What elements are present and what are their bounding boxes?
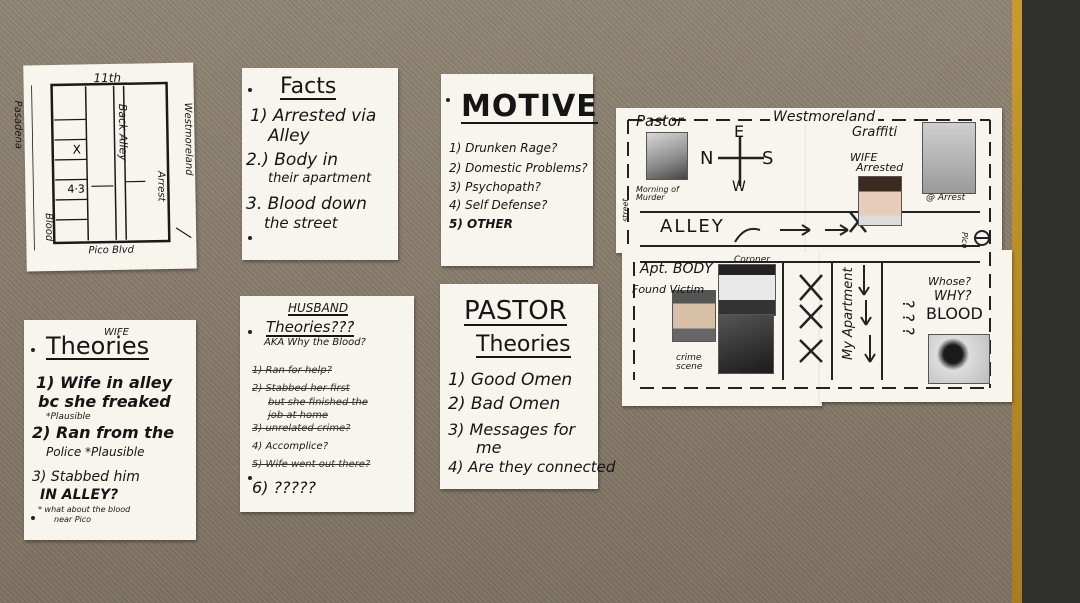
husband-theories-note: HUSBAND Theories??? AKA Why the Blood? 1… (240, 296, 414, 512)
facts-item: 3. Blood down (246, 194, 367, 214)
board-found-label: Found Victim (632, 283, 705, 296)
wife-item: 2) Ran from the (32, 423, 175, 442)
husband-item: 4) Accomplice? (252, 441, 329, 452)
pin-dot (31, 516, 35, 520)
board-alley-label: ALLEY (660, 216, 725, 237)
motive-item: 4) Self Defense? (449, 198, 548, 212)
pin-dot (248, 330, 252, 334)
wife-item: Police *Plausible (46, 445, 145, 459)
facts-item: their apartment (268, 171, 372, 186)
board-blood-label: BLOOD (926, 304, 983, 323)
pastor-subtitle: Theories (476, 332, 571, 358)
victim-photo (672, 290, 716, 342)
pastor-theories-note: PASTOR Theories 1) Good Omen 2) Bad Omen… (440, 284, 615, 489)
compass-north: N (700, 148, 714, 169)
facts-item: 2.) Body in (246, 150, 339, 170)
facts-title: Facts (280, 74, 337, 100)
motive-item: 2) Domestic Problems? (449, 161, 588, 175)
pastor-photo (646, 132, 688, 180)
pin-dot (248, 88, 252, 92)
facts-note: Facts 1) Arrested via Alley 2.) Body in … (242, 68, 398, 260)
wife-theories-title: Theories (46, 332, 150, 360)
pastor-item: 1) Good Omen (448, 370, 573, 390)
pin-dot (248, 476, 252, 480)
wife-item: near Pico (54, 515, 92, 524)
pastor-title: PASTOR (464, 296, 567, 326)
pastor-item: me (476, 438, 502, 457)
board-morning-label: Morning of Murder (636, 185, 679, 202)
wife-item: *Plausible (46, 412, 91, 422)
motive-item: 3) Psychopath? (449, 180, 541, 194)
board-whose-label: Whose? (928, 275, 971, 288)
facts-item: the street (264, 214, 338, 232)
street-map-drawing: X 4·3 (31, 81, 192, 251)
board-street-top: Westmoreland (770, 110, 879, 124)
board-arrest-label: @ Arrest (926, 193, 966, 203)
board-coroner-label: Coroner (734, 255, 770, 265)
husband-item: 2) Stabbed her first (252, 383, 350, 394)
facts-item: Alley (268, 126, 310, 146)
wife-item: * what about the blood (38, 505, 131, 514)
pastor-item: 4) Are they connected (448, 458, 616, 476)
board-why-label: WHY? (934, 289, 972, 304)
crime-scene-photo (718, 314, 774, 374)
board-graffiti-label: Graffiti (852, 125, 898, 140)
wife-item: IN ALLEY? (40, 487, 119, 503)
board-my-apartment-label: My Apartment (841, 267, 856, 360)
compass-south: S (762, 148, 774, 169)
motive-title: MOTIVE (461, 89, 598, 124)
board-pastor-label: Pastor (636, 112, 684, 130)
board-arrested-label: Arrested (856, 161, 904, 174)
husband-item: 3) unrelated crime? (252, 423, 351, 434)
facts-item: 1) Arrested via (250, 106, 377, 126)
compass-west: W (732, 179, 746, 195)
husband-item: but she finished the (268, 397, 368, 408)
motive-item: 5) OTHER (449, 217, 513, 231)
pin-dot (31, 348, 35, 352)
wife-photo (858, 176, 902, 226)
compass-east: E (734, 122, 745, 141)
pin-dot (446, 98, 450, 102)
husband-item: 5) Wife went out there? (252, 459, 371, 470)
board-apt-label: Apt. BODY (640, 261, 713, 277)
pastor-item: 2) Bad Omen (448, 394, 561, 414)
husband-subtitle: AKA Why the Blood? (264, 337, 366, 348)
graffiti-photo (922, 122, 976, 194)
husband-item: 1) Ran for help? (252, 365, 332, 376)
svg-text:X: X (73, 143, 81, 157)
board-crime-scene-label: crime scene (676, 353, 703, 372)
motive-note: MOTIVE 1) Drunken Rage? 2) Domestic Prob… (441, 74, 598, 266)
blood-photo (928, 334, 990, 384)
wooden-edge-strip (1012, 0, 1022, 603)
wife-item: 1) Wife in alley (36, 373, 173, 392)
motive-item: 1) Drunken Rage? (449, 141, 558, 155)
wife-theories-note: WIFE Theories 1) Wife in alley bc she fr… (24, 320, 196, 540)
board-pico-label: Pico (960, 232, 969, 249)
dark-floor-edge (1022, 0, 1080, 603)
map-note: X 4·3 11th Pasadena Westmoreland Back Al… (12, 62, 197, 272)
wife-item: bc she freaked (38, 392, 171, 411)
board-questions: ? ? ? (899, 300, 918, 336)
pin-dot (248, 236, 252, 240)
board-street-label: street (621, 198, 630, 222)
wife-item: 3) Stabbed him (32, 469, 140, 485)
husband-small-label: HUSBAND (288, 301, 349, 316)
pastor-item: 3) Messages for (448, 420, 576, 439)
board-wife-label: WIFE (850, 151, 878, 164)
husband-item: 6) ????? (252, 478, 316, 497)
coroner-photo (718, 264, 776, 316)
wife-small-label: WIFE (104, 327, 129, 338)
svg-text:4·3: 4·3 (67, 182, 85, 195)
husband-item: job at home (268, 410, 328, 421)
husband-theories-title: Theories??? (266, 318, 355, 337)
